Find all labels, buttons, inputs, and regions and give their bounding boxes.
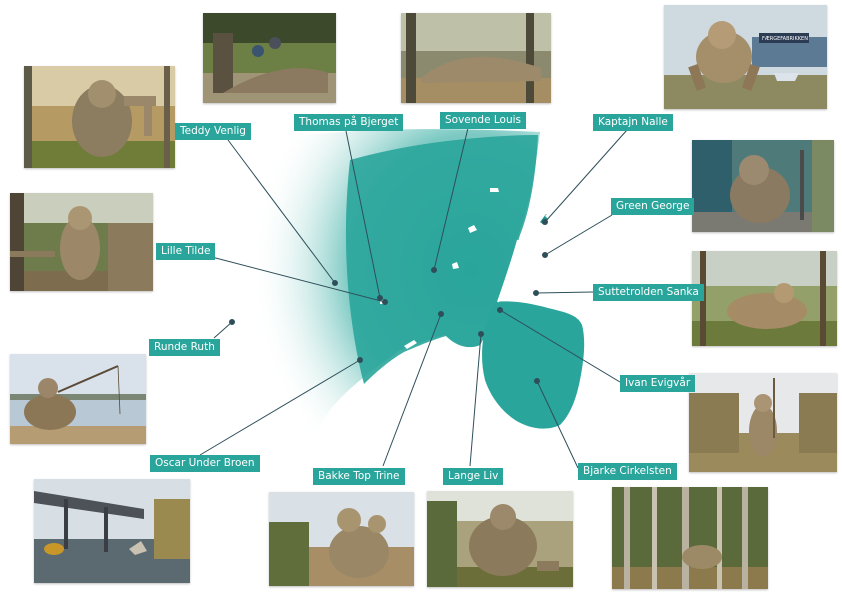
label-bjarke-cirkelsten[interactable]: Bjarke Cirkelsten: [578, 463, 677, 480]
photo-teddy-venlig[interactable]: [24, 66, 175, 168]
label-kaptajn-nalle[interactable]: Kaptajn Nalle: [593, 114, 673, 131]
label-teddy-venlig[interactable]: Teddy Venlig: [175, 123, 251, 140]
photo-lille-tilde[interactable]: [10, 193, 153, 291]
photo-thomas-pa-bjerget[interactable]: [203, 13, 336, 103]
photo-kaptajn-nalle[interactable]: FÆRGEFABRIKKEN: [664, 5, 827, 109]
label-suttetrolden-sanka[interactable]: Suttetrolden Sanka: [593, 284, 704, 301]
label-green-george[interactable]: Green George: [611, 198, 695, 215]
label-bakke-top-trine[interactable]: Bakke Top Trine: [313, 468, 405, 485]
photo-green-george[interactable]: [692, 140, 834, 232]
photo-oscar-under-broen[interactable]: [34, 479, 190, 583]
photo-bakke-top-trine[interactable]: [269, 492, 414, 586]
photo-ivan-evigvar[interactable]: [689, 373, 837, 472]
amager-island: [482, 301, 585, 429]
photo-lange-liv[interactable]: [427, 491, 573, 587]
label-oscar-under-broen[interactable]: Oscar Under Broen: [150, 455, 260, 472]
label-lille-tilde[interactable]: Lille Tilde: [156, 243, 216, 260]
label-sovende-louis[interactable]: Sovende Louis: [440, 112, 527, 129]
photo-sign-text: FÆRGEFABRIKKEN: [762, 36, 808, 42]
photo-sovende-louis[interactable]: [401, 13, 551, 103]
photo-runde-ruth[interactable]: [10, 354, 146, 444]
label-thomas-pa-bjerget[interactable]: Thomas på Bjerget: [294, 114, 404, 131]
label-lange-liv[interactable]: Lange Liv: [443, 468, 504, 485]
photo-suttetrolden-sanka[interactable]: [692, 251, 837, 346]
label-runde-ruth[interactable]: Runde Ruth: [149, 339, 220, 356]
photo-bjarke-cirkelsten[interactable]: [612, 487, 768, 589]
label-ivan-evigvar[interactable]: Ivan Evigvår: [620, 375, 696, 392]
